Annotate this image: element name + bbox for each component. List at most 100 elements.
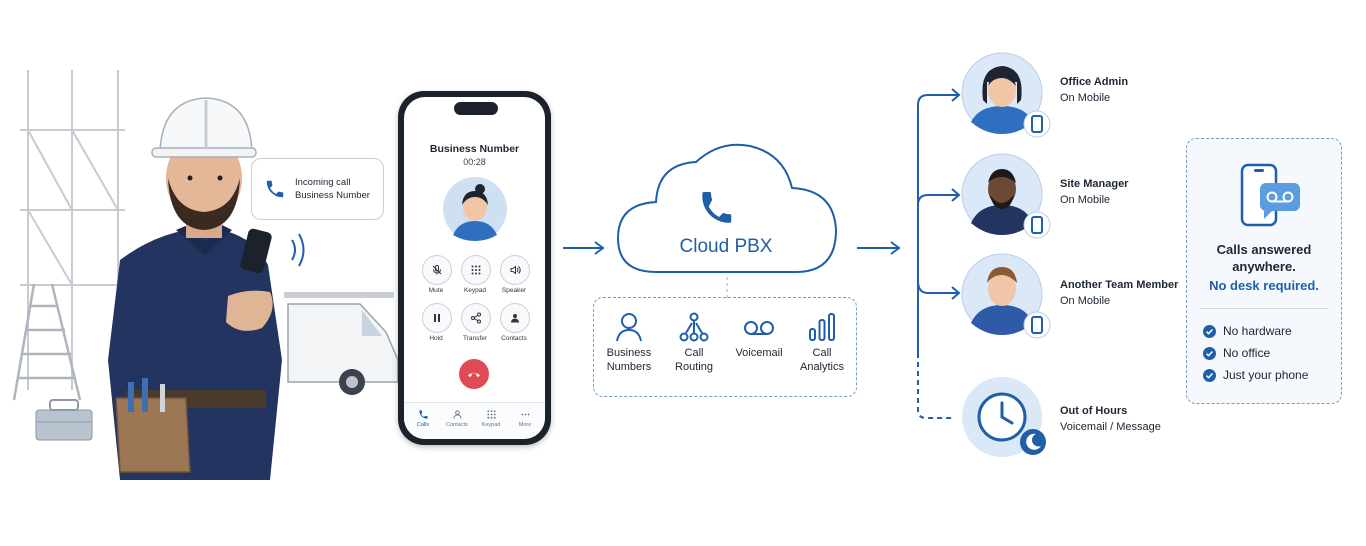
hold-button[interactable] (422, 303, 452, 333)
routing-icon (679, 312, 709, 342)
check-label: No hardware (1223, 324, 1292, 338)
phone-icon (702, 192, 732, 223)
person-status: On Mobile (1060, 92, 1111, 104)
check-label: No office (1223, 346, 1271, 360)
feature-line-1: Voicemail (735, 347, 783, 359)
caller-avatar (443, 177, 507, 241)
share-icon (471, 312, 481, 324)
contacts-button[interactable] (500, 303, 530, 333)
phone-device: Business Number 00:28 Mute Keypad Speake… (398, 91, 551, 445)
tab-calls-label: Calls (416, 422, 430, 428)
transfer-button[interactable] (461, 303, 491, 333)
team-member-avatar (961, 253, 1051, 339)
phone-icon (418, 410, 428, 419)
site-manager-info: Site Manager On Mobile (1060, 178, 1128, 206)
phone-voicemail-icon (1240, 163, 1300, 227)
card-divider (1200, 308, 1328, 309)
check-circle-icon (1203, 346, 1216, 360)
feature-line-1: Call (684, 347, 704, 359)
tab-keypad[interactable]: Keypad (474, 409, 508, 428)
keypad-button[interactable] (461, 255, 491, 285)
moon-icon (1026, 433, 1041, 450)
tab-more-label: More (518, 422, 532, 428)
bar-chart-icon (809, 313, 835, 341)
worker-illustration (12, 70, 399, 480)
distribution-lines (917, 88, 961, 419)
call-timer: 00:28 (463, 157, 486, 167)
bubble-line-2: Business Number (295, 190, 370, 201)
arrow-right-icon (563, 241, 605, 255)
speaker-button[interactable] (500, 255, 530, 285)
team-member-info: Another Team Member On Mobile (1060, 279, 1178, 307)
feature-line-2: Routing (675, 361, 713, 373)
mute-button[interactable] (422, 255, 452, 285)
phone-icon (266, 180, 284, 198)
tab-contacts[interactable]: Contacts (440, 409, 474, 428)
tab-more[interactable]: More (508, 409, 542, 428)
signal-waves-icon (291, 233, 305, 267)
tab-contacts-label: Contacts (446, 422, 468, 428)
check-item: No hardware (1203, 324, 1292, 338)
person-status: On Mobile (1060, 194, 1111, 206)
transfer-label: Transfer (463, 335, 487, 342)
arrow-right-icon (857, 241, 901, 255)
phone-screen: Business Number 00:28 Mute Keypad Speake… (404, 97, 545, 439)
office-admin-avatar (961, 52, 1051, 138)
scaffold (20, 70, 125, 390)
toolbox (35, 399, 93, 441)
more-dots-icon (520, 413, 530, 416)
feature-line-2: Analytics (799, 361, 845, 373)
check-circle-icon (1203, 324, 1216, 338)
ladder (12, 283, 82, 401)
feature-line-1: Business (606, 347, 652, 359)
van (284, 292, 399, 395)
bubble-line-1: Incoming call (295, 177, 351, 188)
info-card: Calls answered anywhere. No desk require… (1186, 138, 1342, 404)
speaker-icon (510, 265, 521, 275)
person-name: Another Team Member (1060, 279, 1179, 291)
check-item: Just your phone (1203, 368, 1308, 382)
person-status: On Mobile (1060, 295, 1111, 307)
hold-label: Hold (429, 335, 443, 342)
person-name: Site Manager (1060, 178, 1129, 190)
call-title: Business Number (429, 143, 520, 155)
keypad-icon (486, 410, 496, 419)
tab-keypad-label: Keypad (481, 422, 501, 428)
incoming-call-bubble: Incoming call Business Number (251, 158, 384, 220)
feature-voicemail: Voicemail (727, 312, 791, 360)
card-headline-2: anywhere. (1232, 259, 1296, 274)
mute-label: Mute (428, 287, 444, 294)
site-manager-avatar (961, 153, 1051, 239)
contacts-label: Contacts (501, 335, 527, 342)
pause-icon (434, 314, 440, 322)
keypad-label: Keypad (463, 287, 487, 294)
phone-tab-bar: Calls Contacts Keypad More (404, 402, 545, 439)
out-of-hours-info: Out of Hours Voicemail / Message (1060, 405, 1161, 433)
person-name: Out of Hours (1060, 405, 1128, 417)
check-item: No office (1203, 346, 1270, 360)
cloud-shape (616, 143, 838, 273)
connector-line (726, 277, 728, 299)
keypad-icon (471, 265, 481, 275)
voicemail-icon (744, 321, 774, 335)
card-highlight: No desk required. (1209, 278, 1319, 293)
out-of-hours-clock (962, 377, 1046, 457)
speaker-label: Speaker (501, 287, 527, 294)
tab-calls[interactable]: Calls (406, 409, 440, 428)
cloud-pbx-label: Cloud PBX (679, 236, 773, 257)
person-icon (616, 313, 642, 342)
person-status: Voicemail / Message (1060, 421, 1161, 433)
card-headline-1: Calls answered (1216, 242, 1312, 257)
phone-notch (454, 102, 498, 115)
person-icon (452, 410, 462, 419)
person-icon (511, 314, 519, 323)
check-circle-icon (1203, 368, 1216, 382)
office-admin-info: Office Admin On Mobile (1060, 76, 1128, 104)
person-name: Office Admin (1060, 76, 1129, 88)
feature-line-2: Numbers (606, 361, 652, 373)
hang-up-button[interactable] (459, 359, 489, 389)
